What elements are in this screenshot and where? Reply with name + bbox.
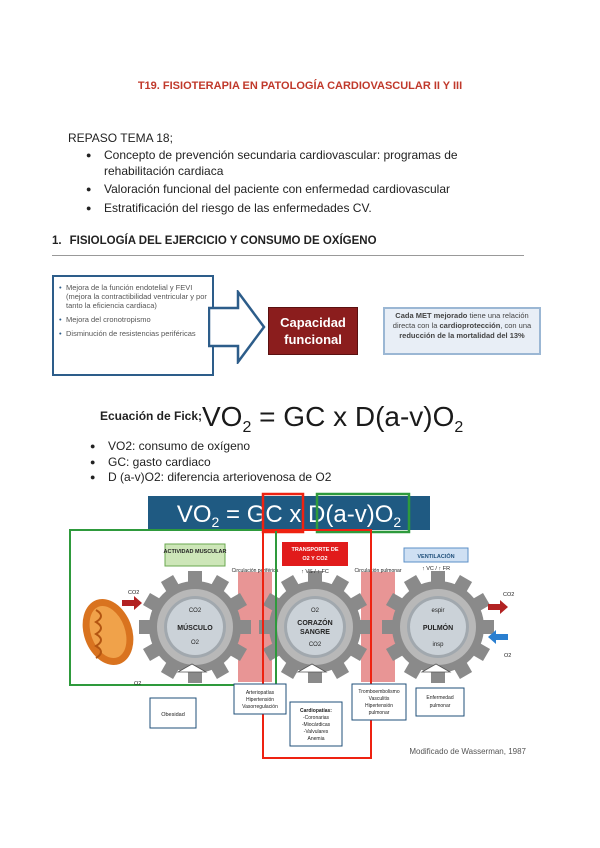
transport-label1: TRANSPORTE DE: [291, 547, 338, 553]
right-o2-arrow-icon: [488, 630, 508, 644]
arterio-line: Vasorregulación: [242, 704, 278, 710]
enf-line: pulmonar: [430, 703, 451, 709]
arterio-line: Hipertensión: [246, 697, 274, 703]
gear2-label2: SANGRE: [300, 629, 330, 636]
gear1-o2: O2: [191, 640, 200, 646]
trombo-line: Hipertensión: [365, 703, 393, 709]
ventilation-label: VENTILACIÓN: [417, 552, 454, 560]
fick-definitions: VO2: consumo de oxígeno GC: gasto cardia…: [88, 439, 331, 486]
trombo-line: Vasculitis: [369, 696, 390, 702]
fick-item: D (a-v)O2: diferencia arteriovenosa de O…: [88, 470, 331, 486]
muscular-activity-label: ACTIVIDAD MUSCULAR: [164, 549, 227, 555]
right-co2-arrow-icon: [488, 600, 508, 614]
trombo-line: Tromboembolismo: [358, 689, 399, 695]
review-heading: REPASO TEMA 18;: [68, 131, 173, 145]
right-o2: O2: [504, 653, 511, 659]
cardio-line: -Valvulares: [304, 729, 329, 735]
cardio-line: -Miocárdicas: [302, 722, 331, 728]
transport-box: [282, 542, 348, 566]
benefit-item: Mejora de la función endotelial y FEVI (…: [59, 283, 208, 310]
enf-line: Enfermedad: [426, 695, 453, 701]
left-o2: O2: [134, 681, 141, 687]
cardio-line: Anemia: [308, 736, 325, 742]
review-section: REPASO TEMA 18; Concepto de prevención s…: [68, 131, 514, 216]
fick-item: VO2: consumo de oxígeno: [88, 439, 331, 455]
gear1-co2: CO2: [189, 608, 202, 614]
dav-highlight: [315, 492, 411, 534]
obesity-label: Obesidad: [161, 712, 185, 718]
capacity-line2: funcional: [284, 332, 342, 347]
arterio-box: [233, 683, 287, 715]
met-bold3: reducción de la mortalidad del 13%: [399, 331, 525, 340]
pulmonary-circ-label: Circulación pulmonar: [355, 568, 402, 574]
formula-sub: 2: [242, 419, 252, 436]
gc-highlight: [261, 492, 305, 534]
fick-formula: VO2 = GC x D(a-v)O2: [202, 401, 463, 437]
gear3-bottom: insp: [432, 642, 444, 648]
transport-label2: O2 Y CO2: [302, 556, 327, 562]
section-number: 1.: [52, 235, 62, 247]
section-heading: 1. FISIOLOGÍA DEL EJERCICIO Y CONSUMO DE …: [52, 235, 377, 247]
vc-fr-label: ↑ VC / ↑ FR: [422, 566, 450, 572]
obesity-box: [149, 697, 197, 729]
met-text1: tiene una relación directa con la: [392, 311, 529, 330]
gear1-label: MÚSCULO: [177, 623, 213, 632]
red-frame: [262, 529, 372, 759]
left-co2: CO2: [128, 590, 139, 596]
fick-label: Ecuación de Fick;: [100, 409, 203, 423]
cardio-line: -Coronarias: [303, 715, 330, 721]
trombo-box: [351, 683, 407, 721]
wasserman-diagram: VO2 = GC x D(a-v)O2 CO2 MÚSCULO O2 O2 CO…: [69, 492, 527, 759]
review-item: Concepto de prevención secundaria cardio…: [84, 148, 514, 179]
gear2-o2: O2: [311, 608, 320, 614]
formula-sub: 2: [454, 419, 464, 436]
vs-fc-label: ↑ VS / ↑ FC: [301, 569, 329, 575]
met-bold2: cardioprotección: [439, 321, 501, 330]
figure-credit: Modificado de Wasserman, 1987: [409, 747, 526, 756]
met-text2: , con una: [500, 321, 532, 330]
formula-mid: = GC x D(a-v)O: [251, 401, 455, 432]
enf-pulmonar-box: [415, 687, 465, 717]
capacity-line1: Capacidad: [280, 315, 346, 330]
review-item: Estratificación del riesgo de las enferm…: [84, 201, 514, 217]
section-divider: [52, 255, 524, 256]
gear2-co2: CO2: [309, 642, 322, 648]
co2-arrow-icon: [122, 596, 142, 610]
peripheral-circ-label: Circulación periférica: [232, 568, 279, 574]
gear2-label1: CORAZÓN: [297, 618, 332, 627]
benefit-item: Disminución de resistencias periféricas: [59, 329, 208, 338]
met-info-box: Cada MET mejorado tiene una relación dir…: [383, 307, 541, 355]
benefits-box: Mejora de la función endotelial y FEVI (…: [52, 275, 214, 376]
section-title: FISIOLOGÍA DEL EJERCICIO Y CONSUMO DE OX…: [69, 235, 377, 247]
cardio-box: [289, 701, 343, 747]
right-co2: CO2: [503, 592, 514, 598]
review-item: Valoración funcional del paciente con en…: [84, 182, 514, 198]
gear3-top: espir: [431, 608, 444, 614]
formula-vo: VO: [202, 401, 243, 432]
mitochondria-icon: [82, 599, 134, 665]
formula-banner: [148, 496, 430, 530]
page-title: T19. FISIOTERAPIA EN PATOLOGÍA CARDIOVAS…: [137, 80, 463, 92]
fick-item: GC: gasto cardiaco: [88, 455, 331, 471]
banner-formula: VO2 = GC x D(a-v)O2: [177, 501, 402, 530]
met-bold1: Cada MET mejorado: [395, 311, 468, 320]
muscular-activity-box: [164, 543, 226, 567]
cardio-line: Cardiopatías:: [300, 708, 332, 714]
ventilation-box: [403, 547, 469, 563]
gear3-label: PULMÓN: [423, 623, 453, 632]
benefit-item: Mejora del cronotropismo: [59, 315, 208, 324]
green-frame: [69, 529, 277, 686]
trombo-line: pulmonar: [369, 710, 390, 716]
arrow-right-icon: [208, 290, 266, 364]
functional-capacity-box: Capacidad funcional: [268, 307, 358, 355]
arterio-line: Arteriopatías: [246, 690, 275, 696]
